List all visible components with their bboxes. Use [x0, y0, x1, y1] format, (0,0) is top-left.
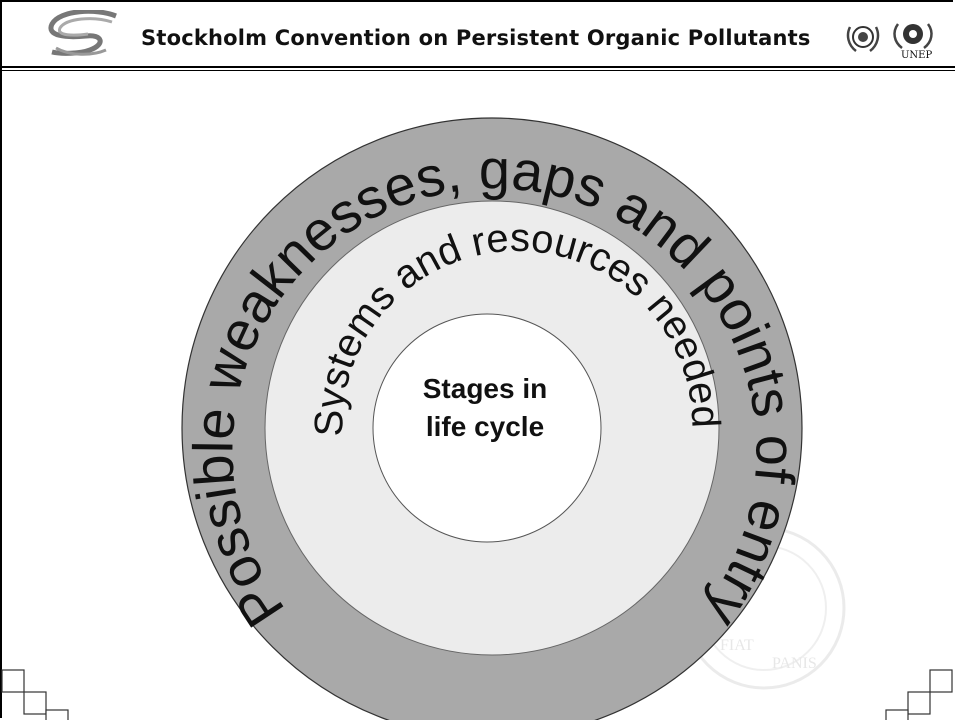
corner-squares-bottom-left	[1, 669, 69, 720]
center-circle	[372, 313, 602, 543]
center-label: Stages in life cycle	[375, 370, 595, 446]
stockholm-convention-logo-icon	[48, 10, 117, 56]
unep-label: UNEP	[901, 50, 933, 61]
header-rule-thick	[0, 66, 955, 68]
header-rule-thin	[0, 70, 955, 71]
watermark-text-right: PANIS	[772, 655, 817, 672]
watermark-text-left: FIAT	[720, 637, 754, 654]
center-label-line2: life cycle	[425, 411, 545, 442]
corner-squares-bottom-right	[885, 669, 953, 720]
center-label-line1: Stages in	[422, 373, 548, 404]
slide-header-title: Stockholm Convention on Persistent Organ…	[141, 26, 811, 50]
slide-header: Stockholm Convention on Persistent Organ…	[0, 0, 955, 66]
un-emblem-icon	[846, 26, 880, 52]
unep-emblem-icon	[893, 23, 933, 49]
